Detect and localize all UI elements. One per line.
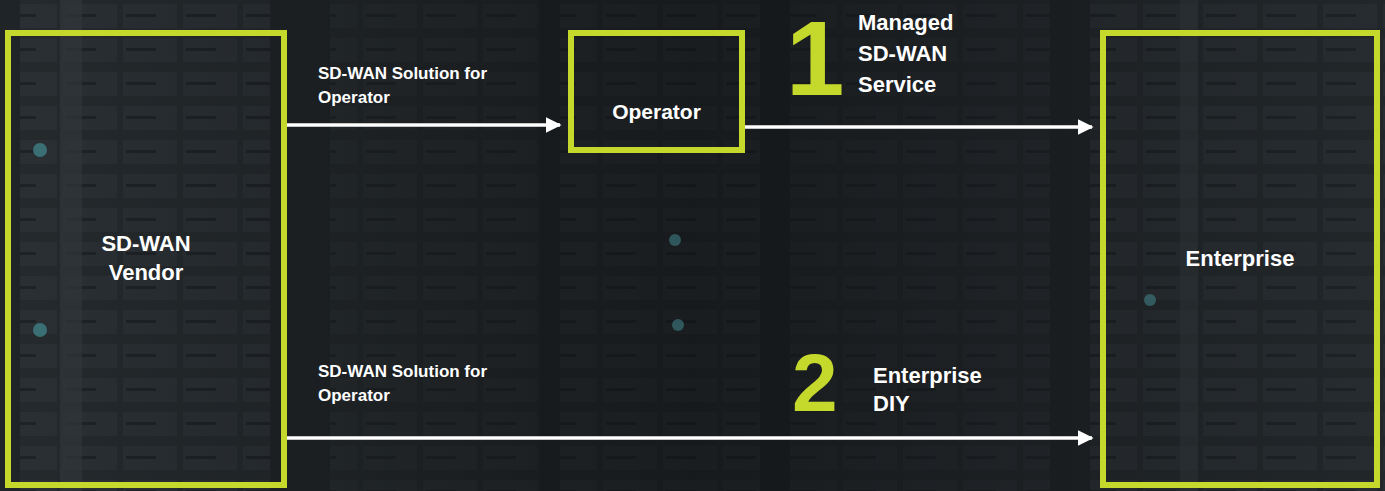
flow-arrow [287, 123, 560, 127]
status-led [1144, 294, 1156, 306]
status-led [672, 319, 684, 331]
callout-number: 1 [786, 6, 844, 111]
path-label: Enterprise DIY [873, 362, 1003, 417]
status-led [33, 143, 47, 157]
callout-number: 2 [792, 342, 838, 424]
status-led [669, 234, 681, 246]
box-label: SD-WAN Vendor [71, 230, 221, 287]
entity-box: Operator [568, 30, 745, 153]
box-label: Operator [612, 98, 701, 125]
edge-label: Managed SD-WAN Service [858, 8, 993, 100]
edge-label: SD-WAN Solution for Operator [318, 360, 493, 408]
box-label: Enterprise [1186, 245, 1295, 274]
flow-arrow [745, 125, 1092, 129]
status-led [33, 323, 47, 337]
edge-label: SD-WAN Solution for Operator [318, 62, 493, 110]
flow-arrow [287, 436, 1092, 440]
entity-box: SD-WAN Vendor [5, 30, 287, 488]
entity-box: Enterprise [1100, 30, 1380, 488]
